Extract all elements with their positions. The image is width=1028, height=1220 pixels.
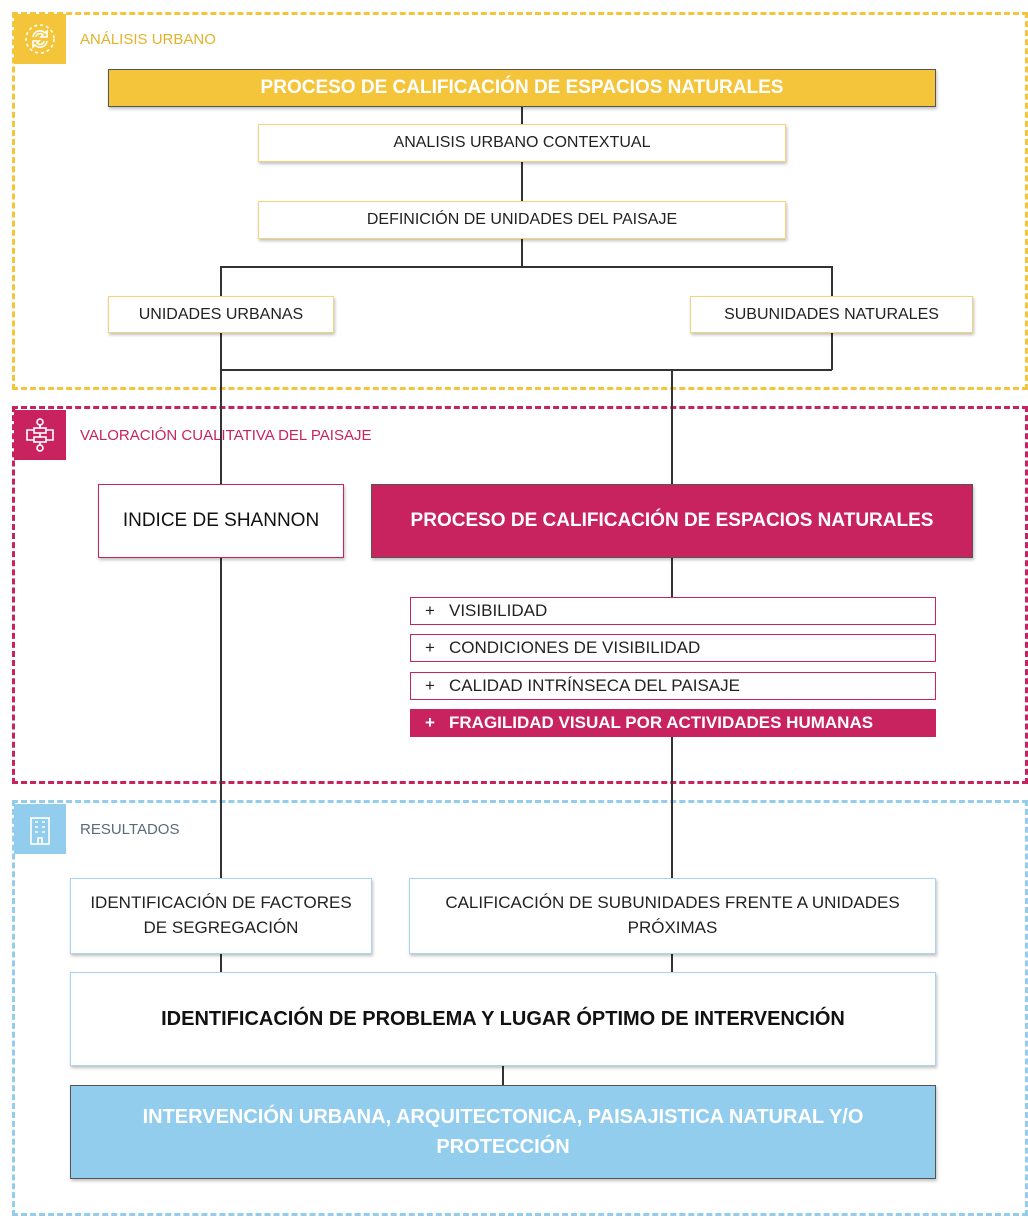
subunits-rating-box: CALIFICACIÓN DE SUBUNIDADES FRENTE A UNI… — [409, 878, 936, 954]
criteria-label: FRAGILIDAD VISUAL POR ACTIVIDADES HUMANA… — [449, 713, 874, 732]
plus-icon: + — [425, 638, 435, 657]
plus-icon: + — [425, 676, 435, 695]
connector — [831, 266, 833, 296]
segregation-factors-box: IDENTIFICACIÓN DE FACTORES DE SEGREGACIÓ… — [70, 878, 372, 954]
connector — [671, 736, 673, 878]
connector — [671, 369, 673, 484]
connector — [220, 266, 222, 296]
section-resultados-label: RESULTADOS — [80, 821, 180, 838]
shannon-index-box: INDICE DE SHANNON — [98, 484, 344, 558]
connector — [220, 266, 832, 268]
flowchart-icon — [14, 410, 66, 460]
intervention-box: INTERVENCIÓN URBANA, ARQUITECTONICA, PAI… — [70, 1085, 936, 1179]
connector — [671, 557, 673, 597]
connector — [521, 162, 523, 202]
section-analisis-border — [12, 12, 1028, 390]
criteria-item-highlighted: + FRAGILIDAD VISUAL POR ACTIVIDADES HUMA… — [410, 709, 936, 737]
connector — [220, 332, 222, 484]
connector — [220, 953, 222, 973]
connector — [521, 107, 523, 124]
contextual-analysis-box: ANALISIS URBANO CONTEXTUAL — [258, 124, 786, 162]
natural-subunits-box: SUBUNIDADES NATURALES — [690, 296, 973, 333]
urban-units-box: UNIDADES URBANAS — [108, 296, 334, 333]
mid-process-box: PROCESO DE CALIFICACIÓN DE ESPACIOS NATU… — [371, 484, 973, 558]
connector — [220, 557, 222, 878]
building-icon — [14, 804, 66, 854]
criteria-label: VISIBILIDAD — [449, 601, 548, 620]
plus-icon: + — [425, 601, 435, 620]
criteria-item: + CONDICIONES DE VISIBILIDAD — [410, 634, 936, 662]
top-process-box: PROCESO DE CALIFICACIÓN DE ESPACIOS NATU… — [108, 69, 936, 107]
criteria-label: CONDICIONES DE VISIBILIDAD — [449, 638, 701, 657]
connector — [220, 369, 832, 371]
landscape-units-box: DEFINICIÓN DE UNIDADES DEL PAISAJE — [258, 201, 786, 239]
circular-arrows-icon — [14, 14, 66, 64]
criteria-item: + VISIBILIDAD — [410, 597, 936, 625]
connector — [831, 332, 833, 370]
section-analisis-label: ANÁLISIS URBANO — [80, 31, 216, 48]
section-valoracion-label: VALORACIÓN CUALITATIVA DEL PAISAJE — [80, 427, 372, 444]
problem-identification-box: IDENTIFICACIÓN DE PROBLEMA Y LUGAR ÓPTIM… — [70, 972, 936, 1066]
section-resultados-border — [12, 800, 1028, 1216]
connector — [502, 1066, 504, 1086]
criteria-item: + CALIDAD INTRÍNSECA DEL PAISAJE — [410, 672, 936, 700]
section-valoracion-border — [12, 406, 1028, 784]
criteria-label: CALIDAD INTRÍNSECA DEL PAISAJE — [449, 676, 740, 695]
connector — [521, 239, 523, 267]
connector — [671, 953, 673, 973]
plus-icon: + — [425, 713, 435, 732]
